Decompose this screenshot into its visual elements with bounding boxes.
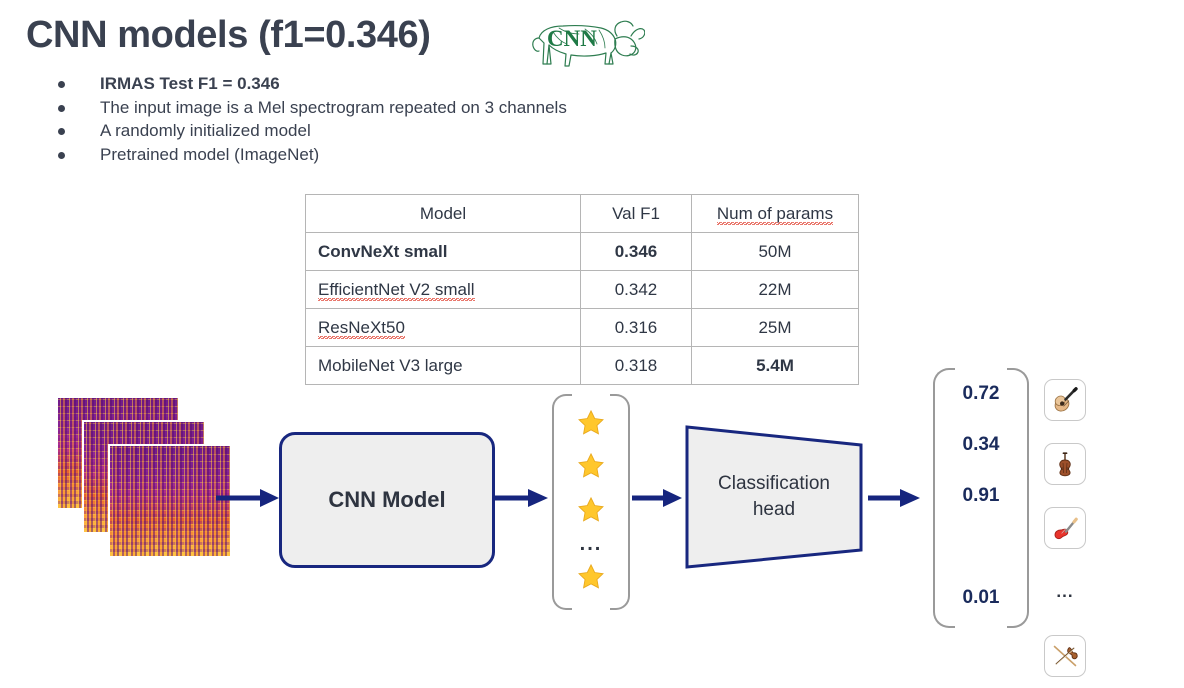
mel-spectrogram-stack (56, 396, 232, 558)
cell-num-params: 50M (691, 232, 859, 271)
pipeline-diagram: CNN Model ... Classification head 0.72 0… (56, 368, 1092, 677)
column-header-val-f1: Val F1 (580, 194, 692, 233)
star-icon (578, 564, 604, 589)
logo-text: CNN (547, 26, 597, 51)
feature-vector: ... (552, 394, 630, 610)
cell-num-params: 5.4M (691, 346, 859, 385)
acoustic-guitar-icon (1044, 379, 1086, 421)
classification-head-label-line1: Classification (718, 473, 830, 494)
models-table: Model Val F1 Num of params ConvNeXt smal… (305, 194, 859, 385)
bullet-list: IRMAS Test F1 = 0.346 The input image is… (52, 72, 567, 166)
table-header-row: Model Val F1 Num of params (305, 194, 859, 233)
instrument-cell (1038, 368, 1092, 432)
output-probability-vector: 0.72 0.34 0.91 0.01 (933, 368, 1029, 628)
column-header-model: Model (305, 194, 581, 233)
cell-num-params: 22M (691, 270, 859, 309)
instrument-ellipsis-cell: ... (1038, 560, 1092, 624)
cell-model: MobileNet V3 large (305, 346, 581, 385)
bracket-left (552, 394, 572, 610)
instrument-cell (1038, 624, 1092, 688)
column-header-num-params: Num of params (691, 194, 859, 233)
cello-icon (1044, 443, 1086, 485)
star-icon (578, 453, 604, 478)
cell-model: EfficientNet V2 small (305, 270, 581, 309)
cell-val-f1: 0.342 (580, 270, 692, 309)
output-value: 0.01 (962, 587, 1000, 609)
output-value: 0.72 (962, 382, 1000, 404)
feature-ellipsis: ... (579, 532, 603, 555)
cell-model: ResNeXt50 (305, 308, 581, 347)
bracket-right (610, 394, 630, 610)
list-item: Pretrained model (ImageNet) (52, 143, 567, 167)
spectrogram-image (108, 444, 232, 558)
cnn-model-box: CNN Model (279, 432, 495, 568)
list-item: A randomly initialized model (52, 119, 567, 143)
output-value: 0.34 (962, 433, 1000, 455)
classification-head-box: Classification head (684, 424, 864, 570)
list-item: The input image is a Mel spectrogram rep… (52, 96, 567, 120)
table-row: EfficientNet V2 small 0.342 22M (305, 270, 859, 309)
page-title: CNN models (f1=0.346) (26, 14, 431, 56)
cell-val-f1: 0.318 (580, 346, 692, 385)
instrument-cell (1038, 496, 1092, 560)
output-value: 0.91 (962, 485, 1000, 506)
output-ellipsis: ... (1056, 582, 1074, 601)
table-row: MobileNet V3 large 0.318 5.4M (305, 346, 859, 385)
star-icon (578, 409, 604, 435)
cnn-model-label: CNN Model (328, 487, 446, 512)
violin-icon (1044, 635, 1086, 677)
classification-head-label-line2: head (752, 499, 796, 520)
electric-guitar-icon (1044, 507, 1086, 549)
cell-num-params: 25M (691, 308, 859, 347)
instrument-icon-list: ... (1038, 368, 1092, 677)
cnn-buffalo-logo: CNN (525, 8, 645, 74)
cell-val-f1: 0.346 (580, 232, 692, 271)
list-item: IRMAS Test F1 = 0.346 (52, 72, 567, 96)
instrument-cell (1038, 432, 1092, 496)
star-icon (578, 496, 604, 522)
